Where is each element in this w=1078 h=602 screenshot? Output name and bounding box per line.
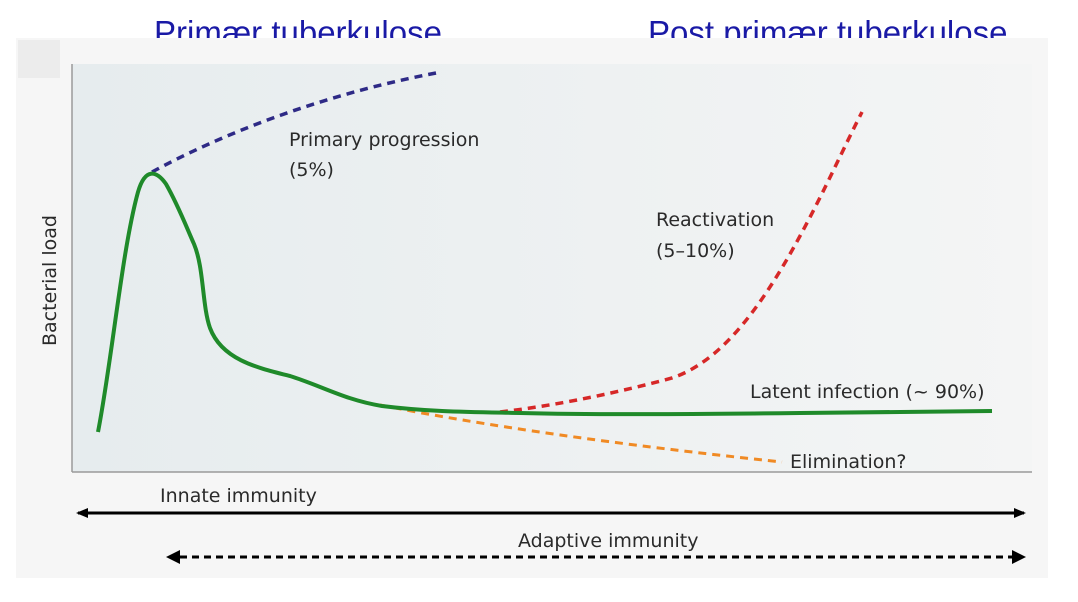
curve-reactivation (499, 111, 864, 414)
label-primary-progression: Primary progression (289, 129, 479, 151)
curve-latent-infection (96, 171, 993, 433)
label-latent-infection: Latent infection (~ 90%) (750, 381, 985, 403)
curve-primary-progression (151, 71, 437, 174)
label-adaptive-immunity: Adaptive immunity (518, 530, 698, 552)
label-reactivation-pct: (5–10%) (656, 240, 735, 262)
label-innate-immunity: Innate immunity (160, 485, 317, 507)
plot-panel (72, 64, 1032, 472)
label-elimination: Elimination? (790, 451, 907, 473)
corner-block (18, 40, 60, 78)
arrow-adaptive-immunity-right-head (1012, 550, 1026, 564)
label-reactivation: Reactivation (656, 209, 774, 231)
curve-elimination (379, 403, 783, 464)
y-axis-label: Bacterial load (39, 215, 61, 346)
arrow-adaptive-immunity-left-head (166, 550, 180, 564)
label-primary-progression-pct: (5%) (289, 159, 334, 181)
